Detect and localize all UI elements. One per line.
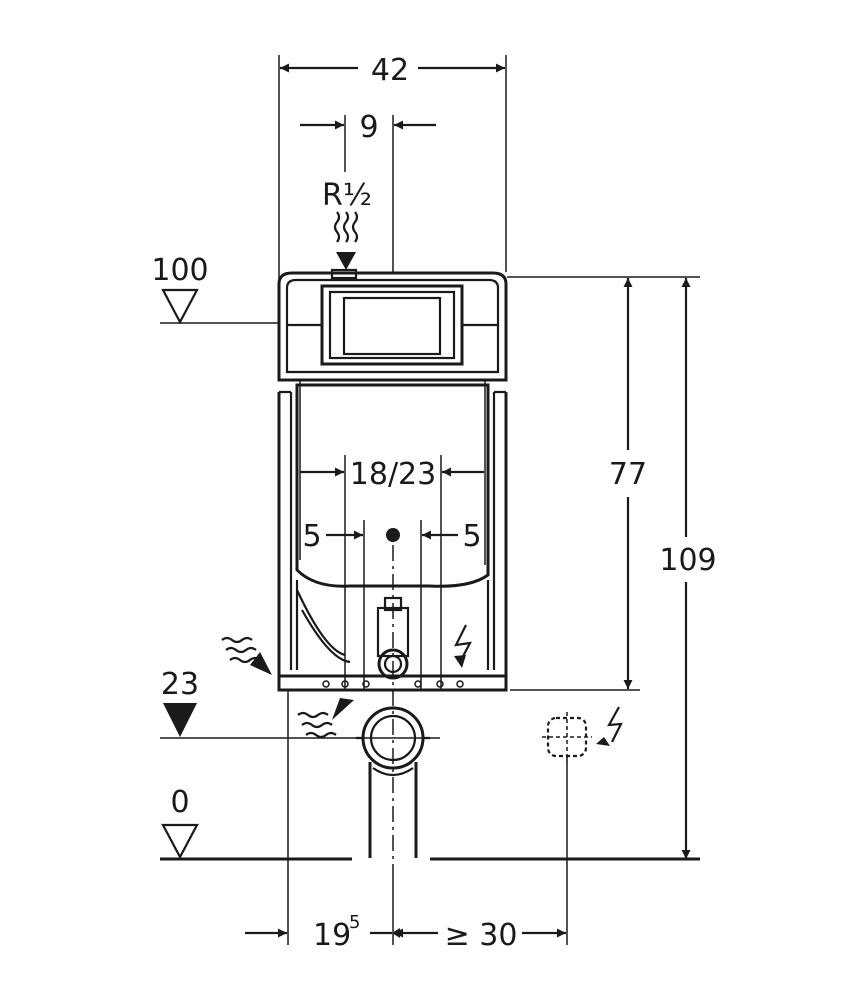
dim-label-5-left: 5: [302, 519, 321, 554]
level-0: 0: [160, 785, 700, 861]
level-100: 100: [151, 253, 280, 325]
dim-label-30: ≥ 30: [445, 918, 518, 953]
dim-label-5-right: 5: [462, 519, 481, 554]
dimension-18-23: 18/23: [300, 455, 484, 690]
dim-label-19-sup: 5: [349, 912, 360, 933]
level-filled-triangle-icon: [163, 703, 197, 737]
level-23: 23: [160, 667, 440, 945]
inlet-arrow-icon: [336, 252, 356, 270]
dim-label-18-23: 18/23: [350, 457, 436, 492]
electric-box-icon: [607, 706, 623, 743]
water-supply-left: [221, 636, 354, 739]
centre-point-icon: [386, 528, 400, 542]
floor-open-triangle-icon: [161, 823, 199, 860]
level-23-label: 23: [161, 667, 199, 702]
dimension-9: 9: [300, 110, 436, 272]
level-open-triangle-icon: [161, 288, 199, 325]
dimension-42: 42: [278, 53, 507, 282]
dim-label-77: 77: [609, 457, 647, 492]
dim-label-42: 42: [371, 53, 409, 88]
dim-label-109: 109: [659, 543, 716, 578]
dimension-5-5: 5 5: [302, 519, 482, 880]
dim-label-9: 9: [359, 110, 378, 145]
level-0-label: 0: [170, 785, 189, 820]
level-100-label: 100: [151, 253, 208, 288]
dim-label-19: 19: [313, 918, 351, 953]
thread-label: R½: [322, 178, 372, 213]
dimension-77-109: 77 109: [507, 276, 717, 859]
electric-box: [542, 706, 623, 945]
bottom-dimensions: 19 5 ≥ 30: [245, 880, 566, 953]
installation-frame: [277, 268, 508, 692]
water-inlet: R½: [322, 178, 372, 270]
electric-icon: [454, 624, 472, 668]
supply-arrow-icon: [250, 652, 272, 675]
drain-pipe: [356, 706, 430, 858]
